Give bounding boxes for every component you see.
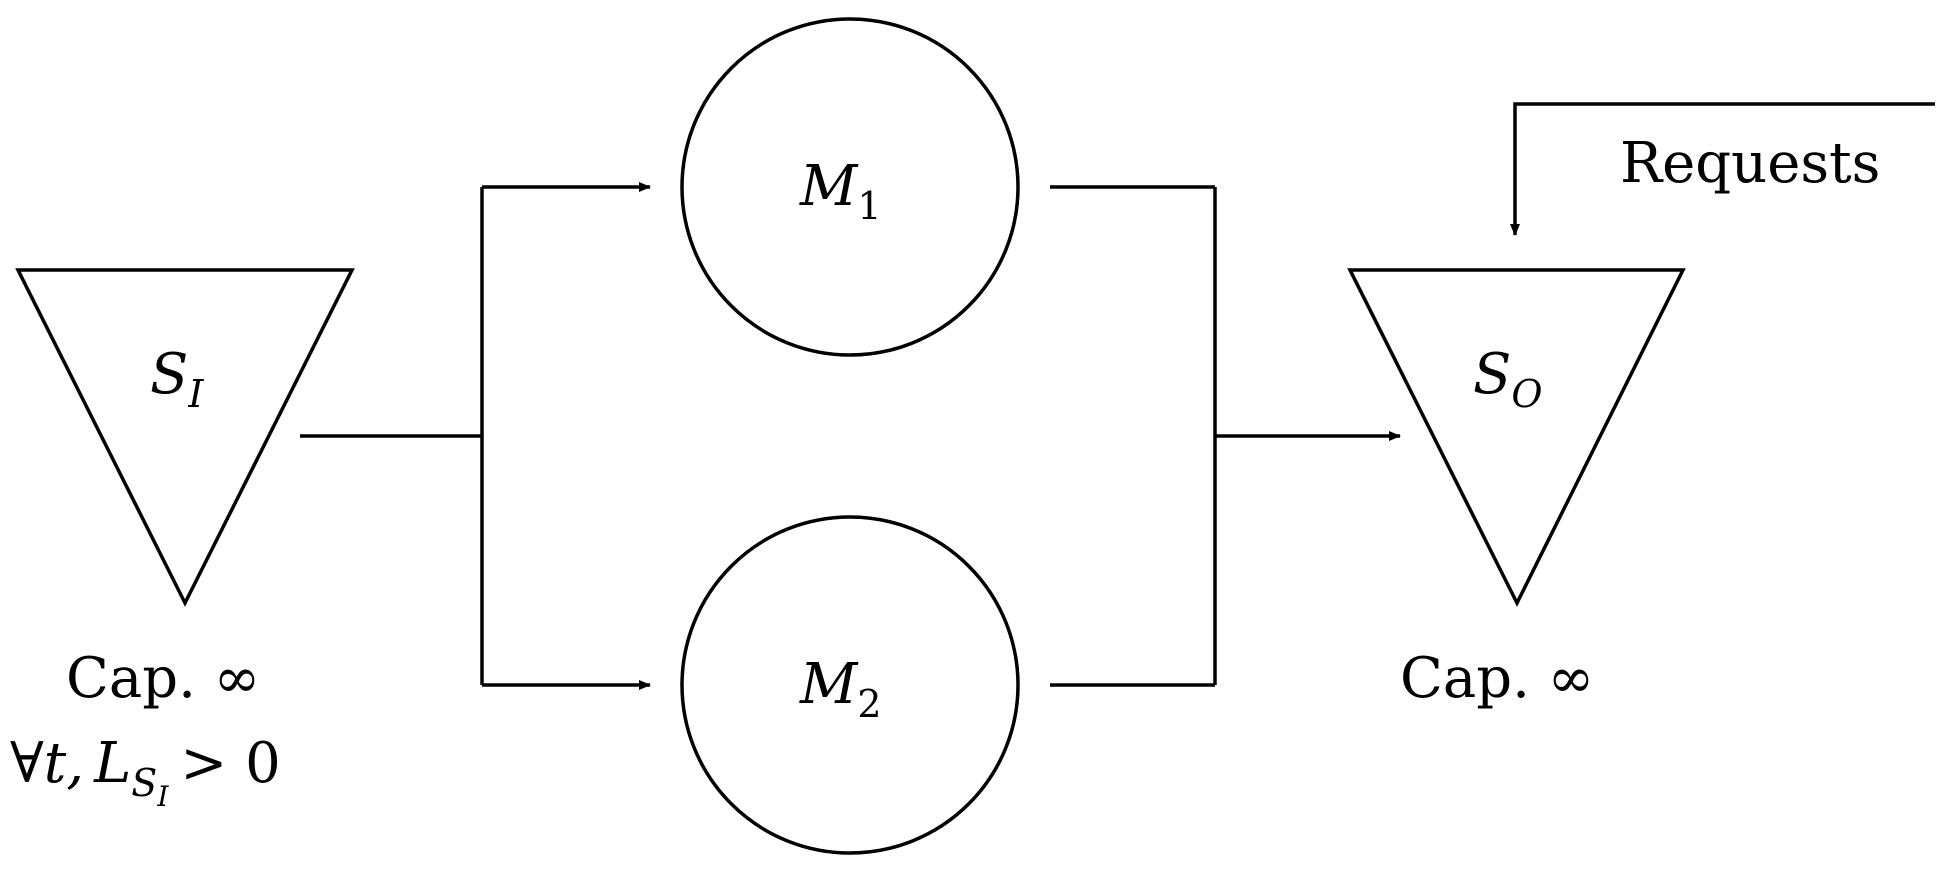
output-storage-triangle	[1347, 268, 1686, 607]
output-storage-label: SO	[1473, 342, 1543, 416]
requests-label: Requests	[1620, 131, 1880, 196]
source-storage-triangle	[15, 268, 355, 607]
output-capacity-label: Cap. ∞	[1400, 646, 1594, 711]
machine-1-circle	[680, 17, 1020, 357]
requests-line	[1510, 102, 1935, 236]
source-capacity-label: Cap. ∞	[66, 646, 260, 711]
source-storage-label: SI	[150, 342, 204, 416]
source-condition-label: ∀t,LSI> 0	[10, 731, 281, 813]
machine-2-label: M2	[799, 652, 882, 726]
machine-1-label: M1	[799, 154, 882, 228]
machine-2-circle	[680, 515, 1020, 855]
